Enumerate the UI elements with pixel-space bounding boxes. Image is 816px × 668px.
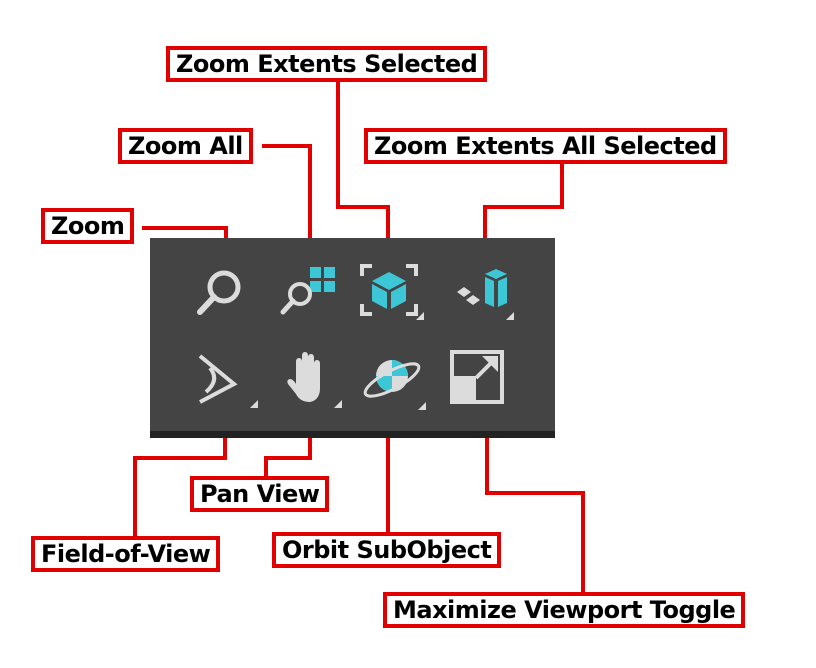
leader-maximize-viewport-toggle xyxy=(485,428,585,594)
maximize-window-icon xyxy=(450,350,504,404)
viewport-navigation-toolbar xyxy=(150,238,555,438)
pan-view-button[interactable] xyxy=(270,344,350,424)
zoom-button[interactable] xyxy=(180,252,260,332)
hand-icon xyxy=(287,352,342,408)
orbit-subobject-button[interactable] xyxy=(354,344,434,424)
label-zoom: Zoom xyxy=(41,208,135,244)
zoom-all-button[interactable] xyxy=(268,252,348,332)
magnifier-grid-icon xyxy=(280,267,335,315)
cube-in-brackets-icon xyxy=(360,264,424,320)
orbit-sphere-icon xyxy=(363,360,426,410)
zoom-extents-selected-button[interactable] xyxy=(350,252,430,332)
toolbar-bottom-edge xyxy=(150,431,555,438)
label-orbit-subobject: Orbit SubObject xyxy=(272,532,502,568)
fov-angle-icon xyxy=(198,354,258,408)
cubes-extents-icon xyxy=(457,269,514,320)
zoom-extents-all-selected-button[interactable] xyxy=(440,252,520,332)
label-pan-view: Pan View xyxy=(190,476,330,512)
leader-zoom-all xyxy=(262,144,312,252)
label-zoom-all: Zoom All xyxy=(118,128,253,164)
magnifier-icon xyxy=(197,270,241,315)
label-maximize-viewport-toggle: Maximize Viewport Toggle xyxy=(383,592,746,628)
label-zoom-extents-selected: Zoom Extents Selected xyxy=(166,46,488,82)
maximize-viewport-toggle-button[interactable] xyxy=(442,342,522,422)
leader-zoom-extents-selected xyxy=(336,82,390,248)
label-zoom-extents-all-selected: Zoom Extents All Selected xyxy=(364,128,727,164)
label-field-of-view: Field-of-View xyxy=(31,536,221,572)
field-of-view-button[interactable] xyxy=(188,344,268,424)
